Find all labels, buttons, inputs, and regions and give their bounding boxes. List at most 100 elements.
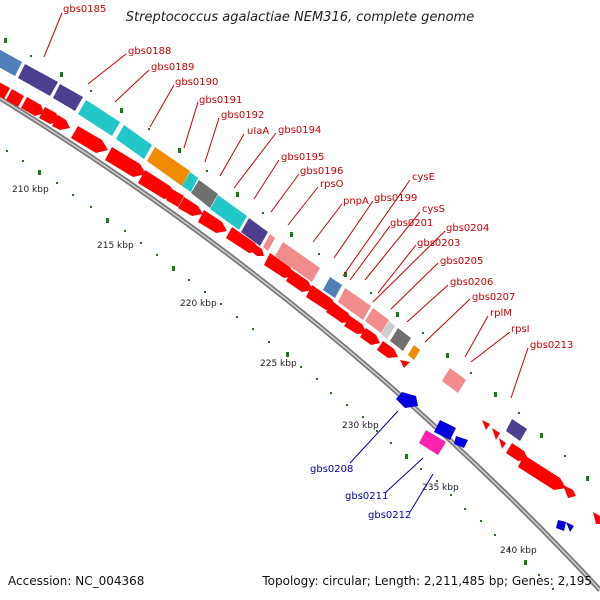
kbp-label: 225 kbp — [260, 359, 297, 369]
gene-arrow — [492, 428, 500, 440]
cog-bar — [442, 368, 466, 393]
gene-arrow — [566, 522, 574, 532]
gene-label: gbs0191 — [199, 95, 242, 106]
kbp-label: 210 kbp — [12, 185, 49, 195]
gene-arrow — [226, 227, 259, 253]
cog-bar — [0, 49, 22, 76]
map-title: Streptococcus agalactiae NEM316, complet… — [125, 10, 475, 25]
gene-labels-inner: gbs0208 gbs0211 gbs0212 — [310, 464, 411, 521]
gene-arrow — [306, 285, 337, 310]
gene-label: gbs0211 — [345, 491, 388, 502]
gene-arrow — [482, 420, 490, 430]
gene-arrow — [21, 97, 44, 116]
gene-arrow — [434, 420, 456, 440]
gene-label: gbs0203 — [417, 238, 460, 249]
gene-arrow — [396, 392, 418, 408]
gene-arrow — [286, 270, 313, 292]
forward-genes — [0, 82, 600, 524]
gene-label: gbs0195 — [281, 152, 324, 163]
gene-arrow — [400, 360, 410, 368]
cog-bar — [381, 321, 395, 339]
gene-label: gbs0207 — [472, 292, 515, 303]
gene-label: rplM — [490, 308, 512, 319]
kbp-label: 230 kbp — [342, 421, 379, 431]
kbp-ticks — [4, 38, 589, 590]
cog-bar — [182, 172, 198, 192]
gene-arrow — [344, 316, 367, 334]
label-leaders-outer — [43, 12, 529, 399]
gene-label: gbs0213 — [530, 340, 573, 351]
cog-bar — [408, 345, 420, 360]
cog-bar — [365, 308, 389, 333]
gene-label: gbs0206 — [450, 277, 493, 288]
kbp-label: 235 kbp — [422, 483, 459, 493]
gene-label: gbs0212 — [368, 510, 411, 521]
gene-arrow — [105, 147, 146, 177]
kbp-label: 215 kbp — [97, 241, 134, 251]
gene-label: gbs0205 — [440, 256, 483, 267]
gene-arrow — [377, 341, 398, 358]
gene-label: rpsI — [511, 324, 530, 335]
gene-labels-outer: gbs0185 gbs0188 gbs0189 gbs0190 gbs0191 … — [63, 4, 573, 351]
gene-arrow — [563, 485, 576, 498]
cog-bars — [0, 49, 527, 441]
gene-label: gbs0190 — [175, 77, 218, 88]
gene-arrow — [0, 82, 10, 99]
cog-bar — [390, 328, 411, 351]
gene-arrow — [178, 197, 203, 216]
gene-label: gbs0185 — [63, 4, 106, 15]
gene-label: gbs0199 — [374, 193, 417, 204]
gene-label: gbs0192 — [221, 110, 264, 121]
gene-arrow — [499, 438, 506, 449]
kbp-label: 220 kbp — [180, 299, 217, 309]
gene-arrow — [556, 520, 566, 531]
gene-arrow — [518, 455, 566, 490]
gene-arrow — [251, 245, 264, 256]
cog-bar — [191, 180, 218, 208]
gene-arrow — [593, 512, 600, 524]
gene-arrow — [6, 89, 24, 107]
gene-label: gbs0196 — [300, 166, 343, 177]
cog-bar — [147, 147, 190, 186]
cog-bar — [116, 125, 152, 159]
cog-bar — [263, 234, 275, 251]
reverse-genes — [396, 392, 574, 532]
gene-arrow — [138, 170, 177, 199]
cog-bar — [275, 242, 320, 282]
label-leaders-inner — [349, 410, 434, 513]
gene-label: rpsO — [320, 179, 344, 190]
accession-label: Accession: NC_004368 — [8, 574, 145, 588]
kbp-labels: 210 kbp 215 kbp 220 kbp 225 kbp 230 kbp … — [12, 185, 537, 556]
gene-arrow — [419, 430, 446, 455]
cog-bar — [506, 419, 527, 441]
gene-label: gbs0188 — [128, 46, 171, 57]
gene-label: gbs0204 — [446, 223, 489, 234]
gene-arrow — [264, 253, 295, 278]
gene-label: gbs0208 — [310, 464, 353, 475]
gene-arrow — [39, 107, 60, 124]
gene-arrow — [71, 126, 108, 153]
cog-bar — [323, 277, 342, 298]
gene-label: cysE — [412, 172, 435, 183]
cog-bar — [241, 218, 268, 246]
gene-label: uIaA — [247, 126, 269, 137]
gene-label: pnpA — [343, 196, 369, 207]
cog-bar — [18, 64, 58, 96]
genome-backbone-highlight — [0, 97, 600, 591]
kbp-label: 240 kbp — [500, 546, 537, 556]
cog-bar — [210, 195, 247, 230]
gene-label: gbs0201 — [390, 218, 433, 229]
cog-bar — [53, 84, 83, 111]
gene-arrow — [52, 115, 70, 130]
gene-label: gbs0194 — [278, 125, 321, 136]
cog-bar — [338, 288, 371, 320]
gene-arrow — [360, 328, 380, 345]
gene-arrow — [454, 436, 468, 448]
cog-bar — [78, 100, 120, 136]
gene-arrow — [506, 443, 528, 461]
gene-arrow — [198, 210, 227, 233]
gene-arrow — [326, 301, 353, 323]
genome-summary: Topology: circular; Length: 2,211,485 bp… — [262, 574, 592, 588]
gene-arrow — [166, 189, 184, 207]
